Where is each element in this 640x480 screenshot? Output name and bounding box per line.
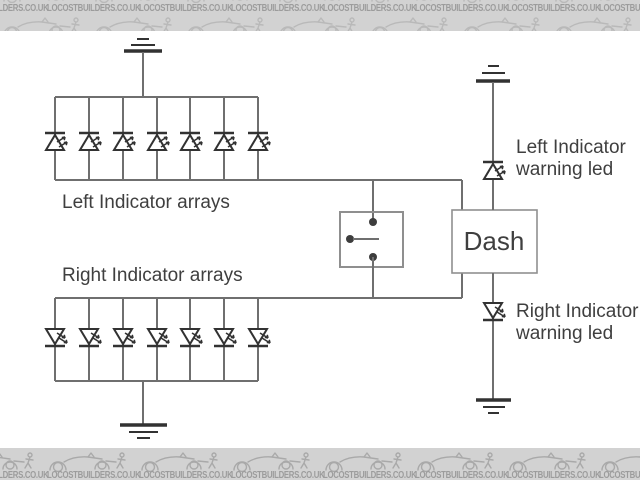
left-warning-led-label-line1: Left Indicator: [516, 137, 627, 158]
dash-unit: Dash: [451, 209, 538, 274]
led-icon: [44, 328, 68, 348]
indicator-switch-symbol: [339, 180, 404, 298]
watermark-text: LOCOSTBUILDERS.CO.UK: [0, 470, 49, 480]
switch-terminal-dot-top: [369, 218, 377, 226]
watermark-text: LOCOSTBUILDERS.CO.UK: [0, 3, 49, 14]
led-icon: [179, 328, 203, 348]
watermark-text: LOCOSTBUILDERS.CO.UK: [323, 470, 417, 480]
locostbuilders-car-logo-icon: [596, 450, 640, 472]
locostbuilders-car-logo-icon: [412, 450, 500, 472]
ground-icon-top-right: [476, 65, 510, 83]
watermark-text: LOCOSTBUILDERS.CO.UK: [599, 470, 640, 480]
ground-icon-top-left: [124, 38, 162, 97]
locostbuilders-car-logo-icon: [0, 0, 86, 3]
led-icon: [247, 131, 271, 151]
watermark-text: LOCOSTBUILDERS.CO.UK: [323, 3, 417, 14]
locostbuilders-car-logo-icon: [136, 450, 224, 472]
led-icon: [482, 160, 506, 180]
watermark-text: LOCOSTBUILDERS.CO.UK: [599, 3, 640, 14]
right-indicator-warning-led: [482, 302, 506, 322]
watermark-text: LOCOSTBUILDERS.CO.UK: [415, 470, 509, 480]
left-indicator-array: [44, 96, 462, 181]
watermark-text: LOCOSTBUILDERS.CO.UK: [231, 470, 325, 480]
led-icon: [78, 131, 102, 151]
led-icon: [213, 131, 237, 151]
led-icon: [112, 131, 136, 151]
ground-icon-bottom-right: [476, 398, 511, 414]
watermark-text: LOCOSTBUILDERS.CO.UK: [507, 3, 601, 14]
switch-box: [339, 211, 404, 268]
locostbuilders-car-logo-icon: [458, 15, 546, 31]
bottom-watermark-banner: LOCOSTBUILDERS.CO.UK LOCOSTBUILDERS.CO.U…: [0, 448, 640, 480]
locostbuilders-car-logo-icon: [320, 450, 408, 472]
led-icon: [482, 302, 506, 322]
right-warning-led-label-line2: warning led: [515, 323, 613, 344]
locostbuilders-car-logo-icon: [228, 450, 316, 472]
locostbuilders-car-logo-icon: [44, 450, 132, 472]
right-array-label: Right Indicator arrays: [62, 265, 243, 286]
locostbuilders-car-logo-icon: [274, 15, 362, 31]
dash-label: Dash: [464, 226, 525, 256]
locostbuilders-car-logo-icon: [0, 15, 86, 31]
led-icon: [213, 328, 237, 348]
led-icon: [146, 328, 170, 348]
led-icon: [179, 131, 203, 151]
top-watermark-banner: LOCOSTBUILDERS.CO.UK LOCOSTBUILDERS.CO.U…: [0, 0, 640, 31]
locostbuilders-car-logo-icon: [366, 0, 454, 3]
ground-icon-bottom-left: [120, 381, 167, 439]
locostbuilders-car-logo-icon: [90, 15, 178, 31]
right-indicator-array: [44, 297, 462, 382]
left-warning-led-label-line2: warning led: [515, 159, 613, 180]
watermark-text: LOCOSTBUILDERS.CO.UK: [415, 3, 509, 14]
right-warning-led-label-line1: Right Indicator: [516, 301, 639, 322]
locostbuilders-car-logo-icon: [274, 0, 362, 3]
watermark-text: LOCOSTBUILDERS.CO.UK: [231, 3, 325, 14]
locostbuilders-car-logo-icon: [0, 450, 40, 472]
watermark-text: LOCOSTBUILDERS.CO.UK: [139, 470, 233, 480]
led-icon: [78, 328, 102, 348]
watermark-text: LOCOSTBUILDERS.CO.UK: [139, 3, 233, 14]
switch-terminal-dot-common: [346, 235, 354, 243]
left-indicator-warning-led: [482, 160, 506, 180]
led-icon: [247, 328, 271, 348]
led-icon: [112, 328, 136, 348]
dash-box: [451, 209, 538, 274]
watermark-text: LOCOSTBUILDERS.CO.UK: [47, 3, 141, 14]
watermark-text: LOCOSTBUILDERS.CO.UK: [507, 470, 601, 480]
locostbuilders-car-logo-icon: [182, 0, 270, 3]
locostbuilders-car-logo-icon: [550, 15, 638, 31]
locostbuilders-car-logo-icon: [550, 0, 638, 3]
locostbuilders-car-logo-icon: [90, 0, 178, 3]
locostbuilders-car-logo-icon: [366, 15, 454, 31]
led-icon: [146, 131, 170, 151]
locostbuilders-car-logo-icon: [504, 450, 592, 472]
watermark-text: LOCOSTBUILDERS.CO.UK: [47, 470, 141, 480]
led-icon: [44, 131, 68, 151]
left-array-label: Left Indicator arrays: [62, 192, 230, 213]
locostbuilders-car-logo-icon: [182, 15, 270, 31]
locostbuilders-car-logo-icon: [458, 0, 546, 3]
